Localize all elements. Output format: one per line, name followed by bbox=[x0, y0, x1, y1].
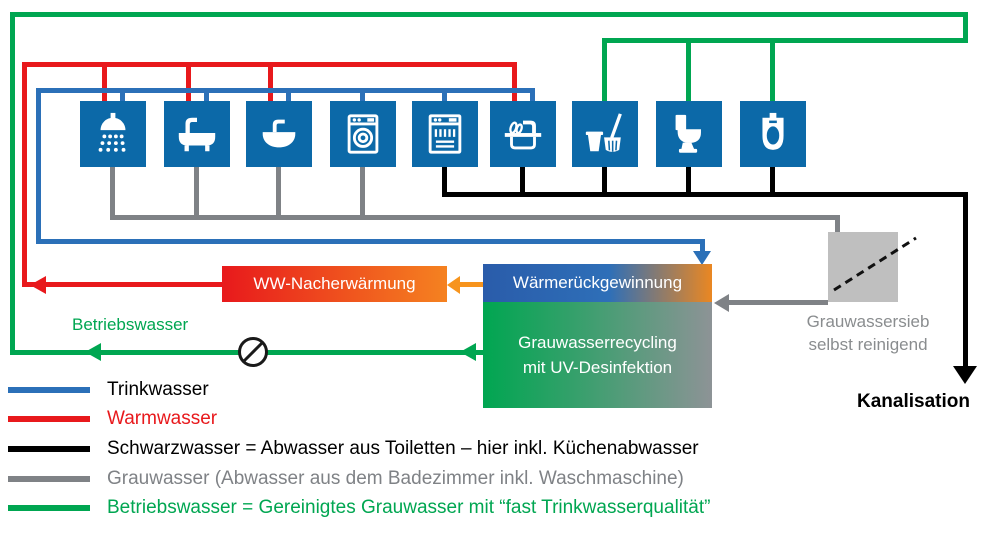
betriebswasser-pipe bbox=[10, 12, 15, 355]
fixture-toilet bbox=[656, 101, 722, 167]
grauwasserrecycling-label-line1: Grauwasserrecycling bbox=[518, 332, 677, 352]
legend-item-grauwasser: Grauwasser (Abwasser aus dem Badezimmer … bbox=[8, 466, 684, 492]
grauwasser-pipe bbox=[276, 167, 281, 220]
trinkwasser-pipe bbox=[442, 88, 447, 101]
schwarzwasser-pipe bbox=[686, 167, 691, 197]
waermerueckgewinnung-box: Wärmerückgewinnung bbox=[483, 264, 712, 302]
fixture-urinal bbox=[740, 101, 806, 167]
mop-bucket-icon bbox=[585, 113, 622, 152]
trinkwasser-pipe bbox=[360, 88, 365, 101]
urinal-icon bbox=[762, 112, 784, 150]
kanalisation-label: Kanalisation bbox=[857, 391, 970, 412]
trinkwasser-pipe bbox=[700, 244, 705, 252]
flow-arrow bbox=[714, 294, 729, 312]
warmwasser-pipe bbox=[22, 282, 222, 287]
pump-icon bbox=[238, 337, 268, 367]
grauwasser-pipe bbox=[110, 167, 115, 220]
trinkwasser-pipe bbox=[120, 88, 125, 101]
grauwassersieb-label-line1: Grauwassersieb bbox=[806, 312, 930, 331]
legend-item-trinkwasser: Trinkwasser bbox=[8, 377, 209, 403]
betriebswasser-pipe bbox=[686, 38, 691, 101]
warmwasser-pipe bbox=[268, 62, 273, 101]
kanalisation-arrow bbox=[953, 366, 977, 384]
legend-label: Grauwasser (Abwasser aus dem Badezimmer … bbox=[107, 468, 684, 489]
legend-label: Trinkwasser bbox=[107, 379, 209, 400]
fixture-dishwasher bbox=[412, 101, 478, 167]
flow-arrow bbox=[693, 251, 711, 265]
warmwasser-pipe bbox=[512, 62, 517, 101]
betriebswasser-pipe bbox=[770, 38, 775, 101]
dishwasher-icon bbox=[428, 114, 462, 154]
legend-item-warmwasser: Warmwasser bbox=[8, 406, 217, 432]
trinkwasser-pipe bbox=[204, 88, 209, 101]
grauwasser-pipe bbox=[194, 167, 199, 220]
fixture-kitchen-sink bbox=[490, 101, 556, 167]
schwarzwasser-swatch bbox=[8, 446, 90, 452]
ww-nacherwaermung-label: WW-Nacherwärmung bbox=[253, 274, 416, 294]
legend-item-betriebswasser: Betriebswasser = Gereinigtes Grauwasser … bbox=[8, 495, 710, 521]
trinkwasser-swatch bbox=[8, 387, 90, 393]
warmwasser-pipe bbox=[22, 62, 27, 287]
legend-label: Betriebswasser = Gereinigtes Grauwasser … bbox=[107, 497, 711, 518]
shower-icon bbox=[98, 112, 126, 152]
grauwassersieb-label-line2: selbst reinigend bbox=[808, 334, 928, 354]
grauwasser-swatch bbox=[8, 476, 90, 482]
fixture-washing-machine bbox=[330, 101, 396, 167]
grauwasser-pipe bbox=[110, 215, 840, 220]
washing-machine-icon bbox=[347, 114, 379, 154]
betriebswasser-label: Betriebswasser bbox=[72, 315, 189, 334]
sieve-screen-dashed-line bbox=[833, 236, 917, 292]
legend-label: Warmwasser bbox=[107, 408, 218, 429]
fixture-bathtub bbox=[164, 101, 230, 167]
flow-arrow bbox=[85, 343, 101, 361]
washbasin-icon bbox=[262, 119, 296, 148]
orange-pipe bbox=[458, 282, 483, 287]
grauwassersieb-label: Grauwassersieb selbst reinigend bbox=[793, 311, 943, 357]
kitchen-sink-icon bbox=[504, 120, 542, 150]
grauwasser-pipe bbox=[360, 167, 365, 220]
schwarzwasser-pipe bbox=[602, 167, 607, 197]
warmwasser-pipe bbox=[102, 62, 107, 101]
betriebswasser-pipe bbox=[603, 38, 968, 43]
grauwasserrecycling-label-line2: mit UV-Desinfektion bbox=[522, 358, 673, 377]
flow-arrow bbox=[30, 276, 46, 294]
schwarzwasser-pipe bbox=[770, 167, 775, 197]
flow-arrow bbox=[460, 343, 476, 361]
betriebswasser-swatch bbox=[8, 505, 90, 511]
legend-label: Schwarzwasser = Abwasser aus Toiletten –… bbox=[107, 438, 699, 459]
schwarzwasser-pipe bbox=[442, 167, 447, 197]
bathtub-icon bbox=[178, 117, 216, 152]
fixture-washbasin bbox=[246, 101, 312, 167]
betriebswasser-pipe bbox=[10, 12, 968, 17]
flow-arrow bbox=[447, 276, 460, 294]
fixture-shower bbox=[80, 101, 146, 167]
trinkwasser-pipe bbox=[36, 88, 41, 244]
warmwasser-swatch bbox=[8, 416, 90, 422]
schwarzwasser-pipe bbox=[442, 192, 968, 197]
toilet-icon bbox=[675, 114, 701, 153]
schwarzwasser-pipe bbox=[963, 192, 968, 368]
grauwasser-pipe bbox=[835, 215, 840, 235]
grauwassersieb-box bbox=[828, 232, 898, 302]
betriebswasser-pipe bbox=[963, 12, 968, 43]
fixture-mop-bucket bbox=[572, 101, 638, 167]
legend-item-schwarzwasser: Schwarzwasser = Abwasser aus Toiletten –… bbox=[8, 436, 699, 462]
betriebswasser-pipe bbox=[602, 38, 607, 101]
trinkwasser-pipe bbox=[530, 88, 535, 101]
grauwasser-pipe bbox=[728, 300, 828, 305]
grauwasserrecycling-box: Grauwasserrecycling mit UV-Desinfektion bbox=[483, 302, 712, 408]
waermerueckgewinnung-label: Wärmerückgewinnung bbox=[512, 273, 683, 293]
trinkwasser-pipe bbox=[286, 88, 291, 101]
trinkwasser-pipe bbox=[36, 239, 705, 244]
warmwasser-pipe bbox=[186, 62, 191, 101]
ww-nacherwaermung-box: WW-Nacherwärmung bbox=[222, 266, 447, 302]
trinkwasser-pipe bbox=[36, 88, 535, 93]
schwarzwasser-pipe bbox=[520, 167, 525, 197]
